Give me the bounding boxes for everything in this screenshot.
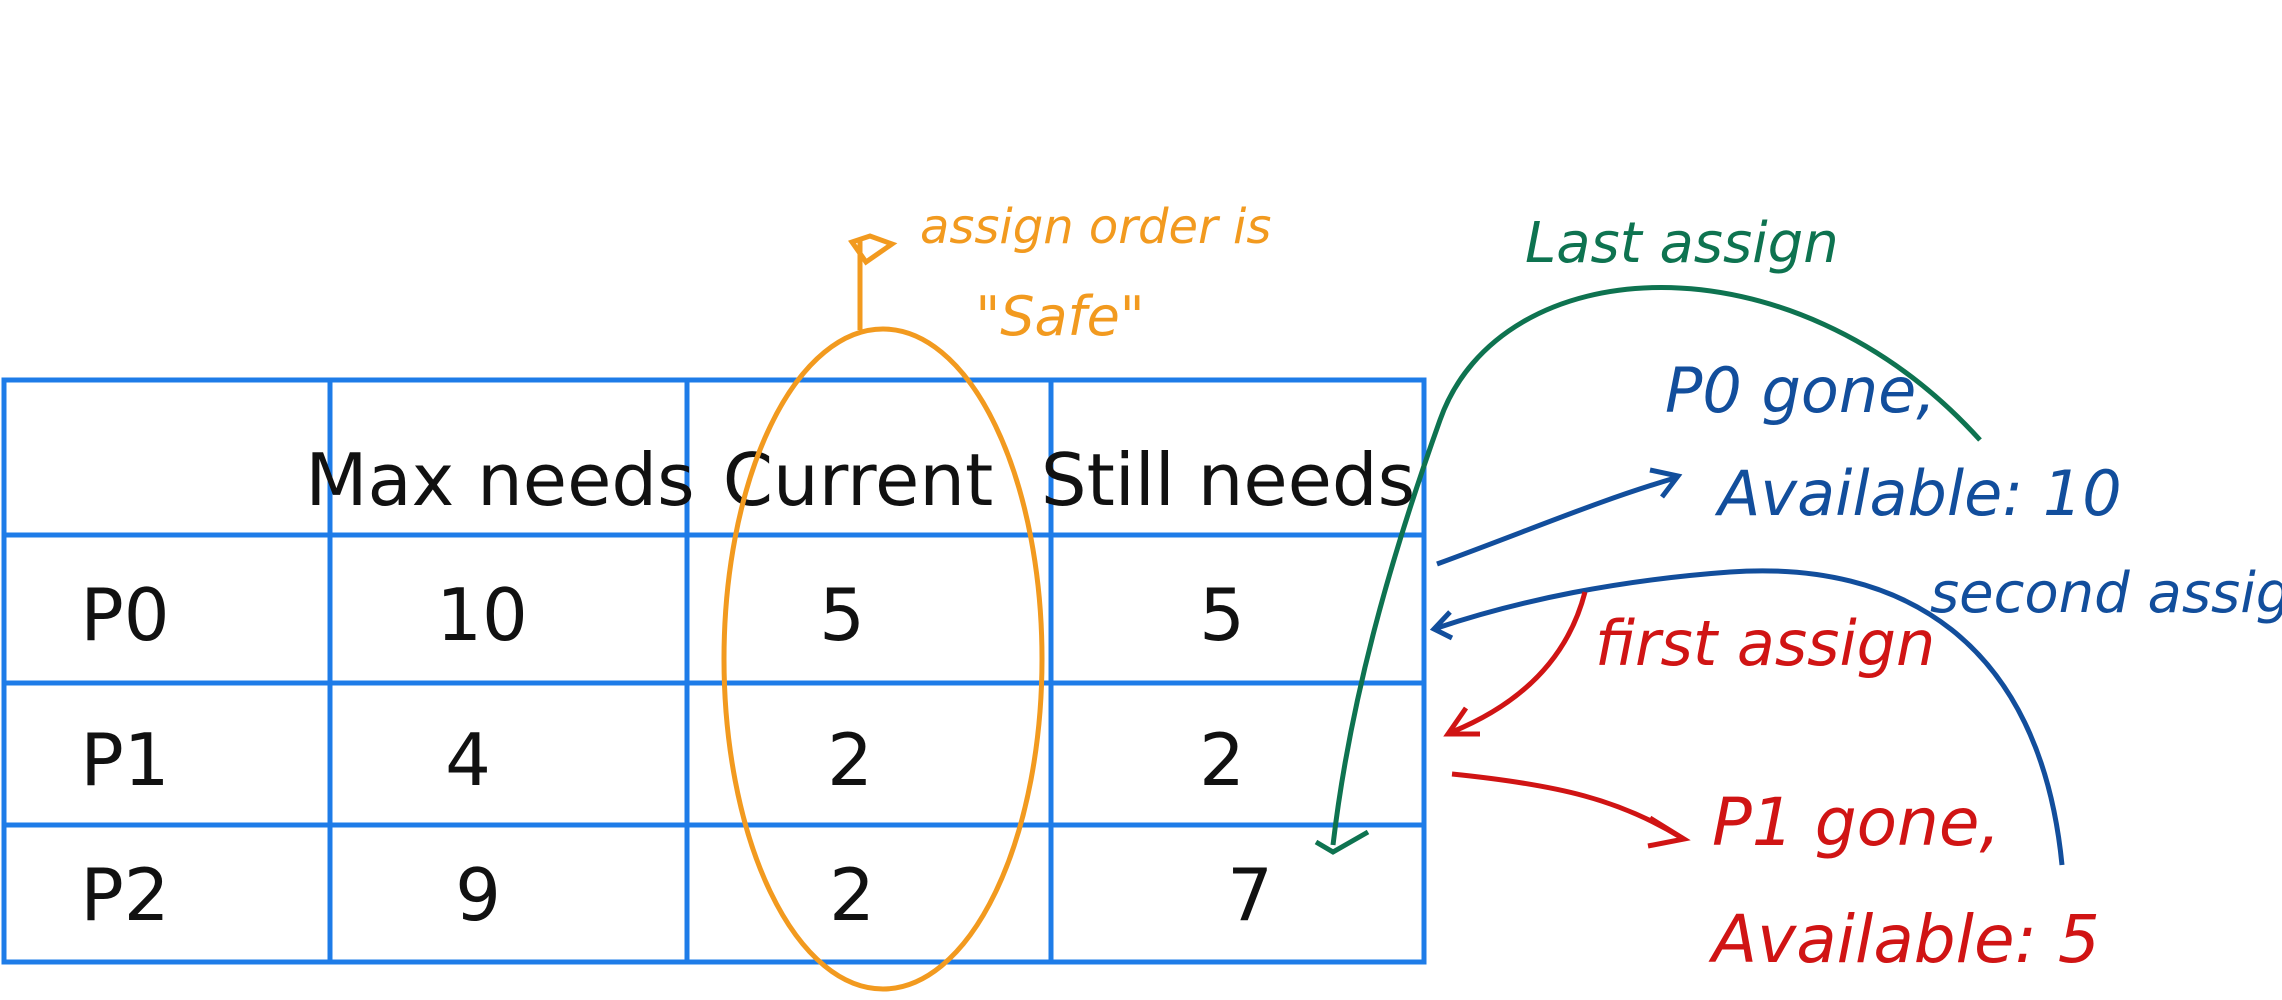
- first-assign-arrowhead: [1443, 706, 1480, 737]
- current-column-circle: [721, 326, 1045, 992]
- cell-p2-still: 7: [1227, 853, 1273, 937]
- row-label-p1: P1: [80, 718, 169, 802]
- p1-gone-arrow: [1451, 771, 1684, 841]
- label-first-assign: first assign: [1595, 607, 1935, 680]
- flag-shape: [848, 233, 898, 266]
- resource-table: [1, 377, 1427, 965]
- header-max-needs: Max needs: [305, 438, 694, 522]
- row-label-p0: P0: [80, 573, 169, 657]
- label-available-10: Available: 10: [1714, 457, 2122, 530]
- cell-p0-max: 10: [436, 573, 528, 657]
- cell-p0-still: 5: [1199, 573, 1245, 657]
- first-assign-arrow: [1451, 591, 1588, 735]
- header-current: Current: [723, 438, 993, 522]
- table-text: Max needs Current Still needs P0 10 5 5 …: [80, 438, 1415, 937]
- cell-p1-max: 4: [445, 718, 491, 802]
- label-available-5: Available: 5: [1708, 901, 2100, 978]
- last-assign-arrow: [1330, 285, 1982, 846]
- cell-p2-current: 2: [829, 853, 875, 937]
- cell-p0-current: 5: [819, 573, 865, 657]
- note-assign-order: assign order is: [920, 199, 1271, 255]
- p0-gone-arrow: [1436, 475, 1676, 567]
- second-assign-arrowhead: [1429, 610, 1454, 641]
- p0-gone-arrowhead: [1649, 467, 1683, 499]
- cell-p1-current: 2: [827, 718, 873, 802]
- safe-order-annotation: [721, 233, 1045, 992]
- table-border: [1, 377, 1427, 965]
- row-label-p2: P2: [80, 853, 169, 937]
- label-last-assign: Last assign: [1525, 211, 1839, 276]
- p1-gone-arrowhead: [1647, 815, 1691, 849]
- second-assign-arrow: [1436, 568, 2065, 866]
- cell-p2-max: 9: [455, 853, 501, 937]
- note-safe: "Safe": [975, 285, 1144, 348]
- label-p0-gone: P0 gone,: [1665, 354, 1936, 427]
- cell-p1-still: 2: [1199, 718, 1245, 802]
- last-assign-arrowhead: [1314, 829, 1370, 855]
- label-p1-gone: P1 gone,: [1712, 784, 2000, 861]
- label-second-assign: second assign: [1930, 561, 2282, 626]
- header-still-needs: Still needs: [1041, 438, 1415, 522]
